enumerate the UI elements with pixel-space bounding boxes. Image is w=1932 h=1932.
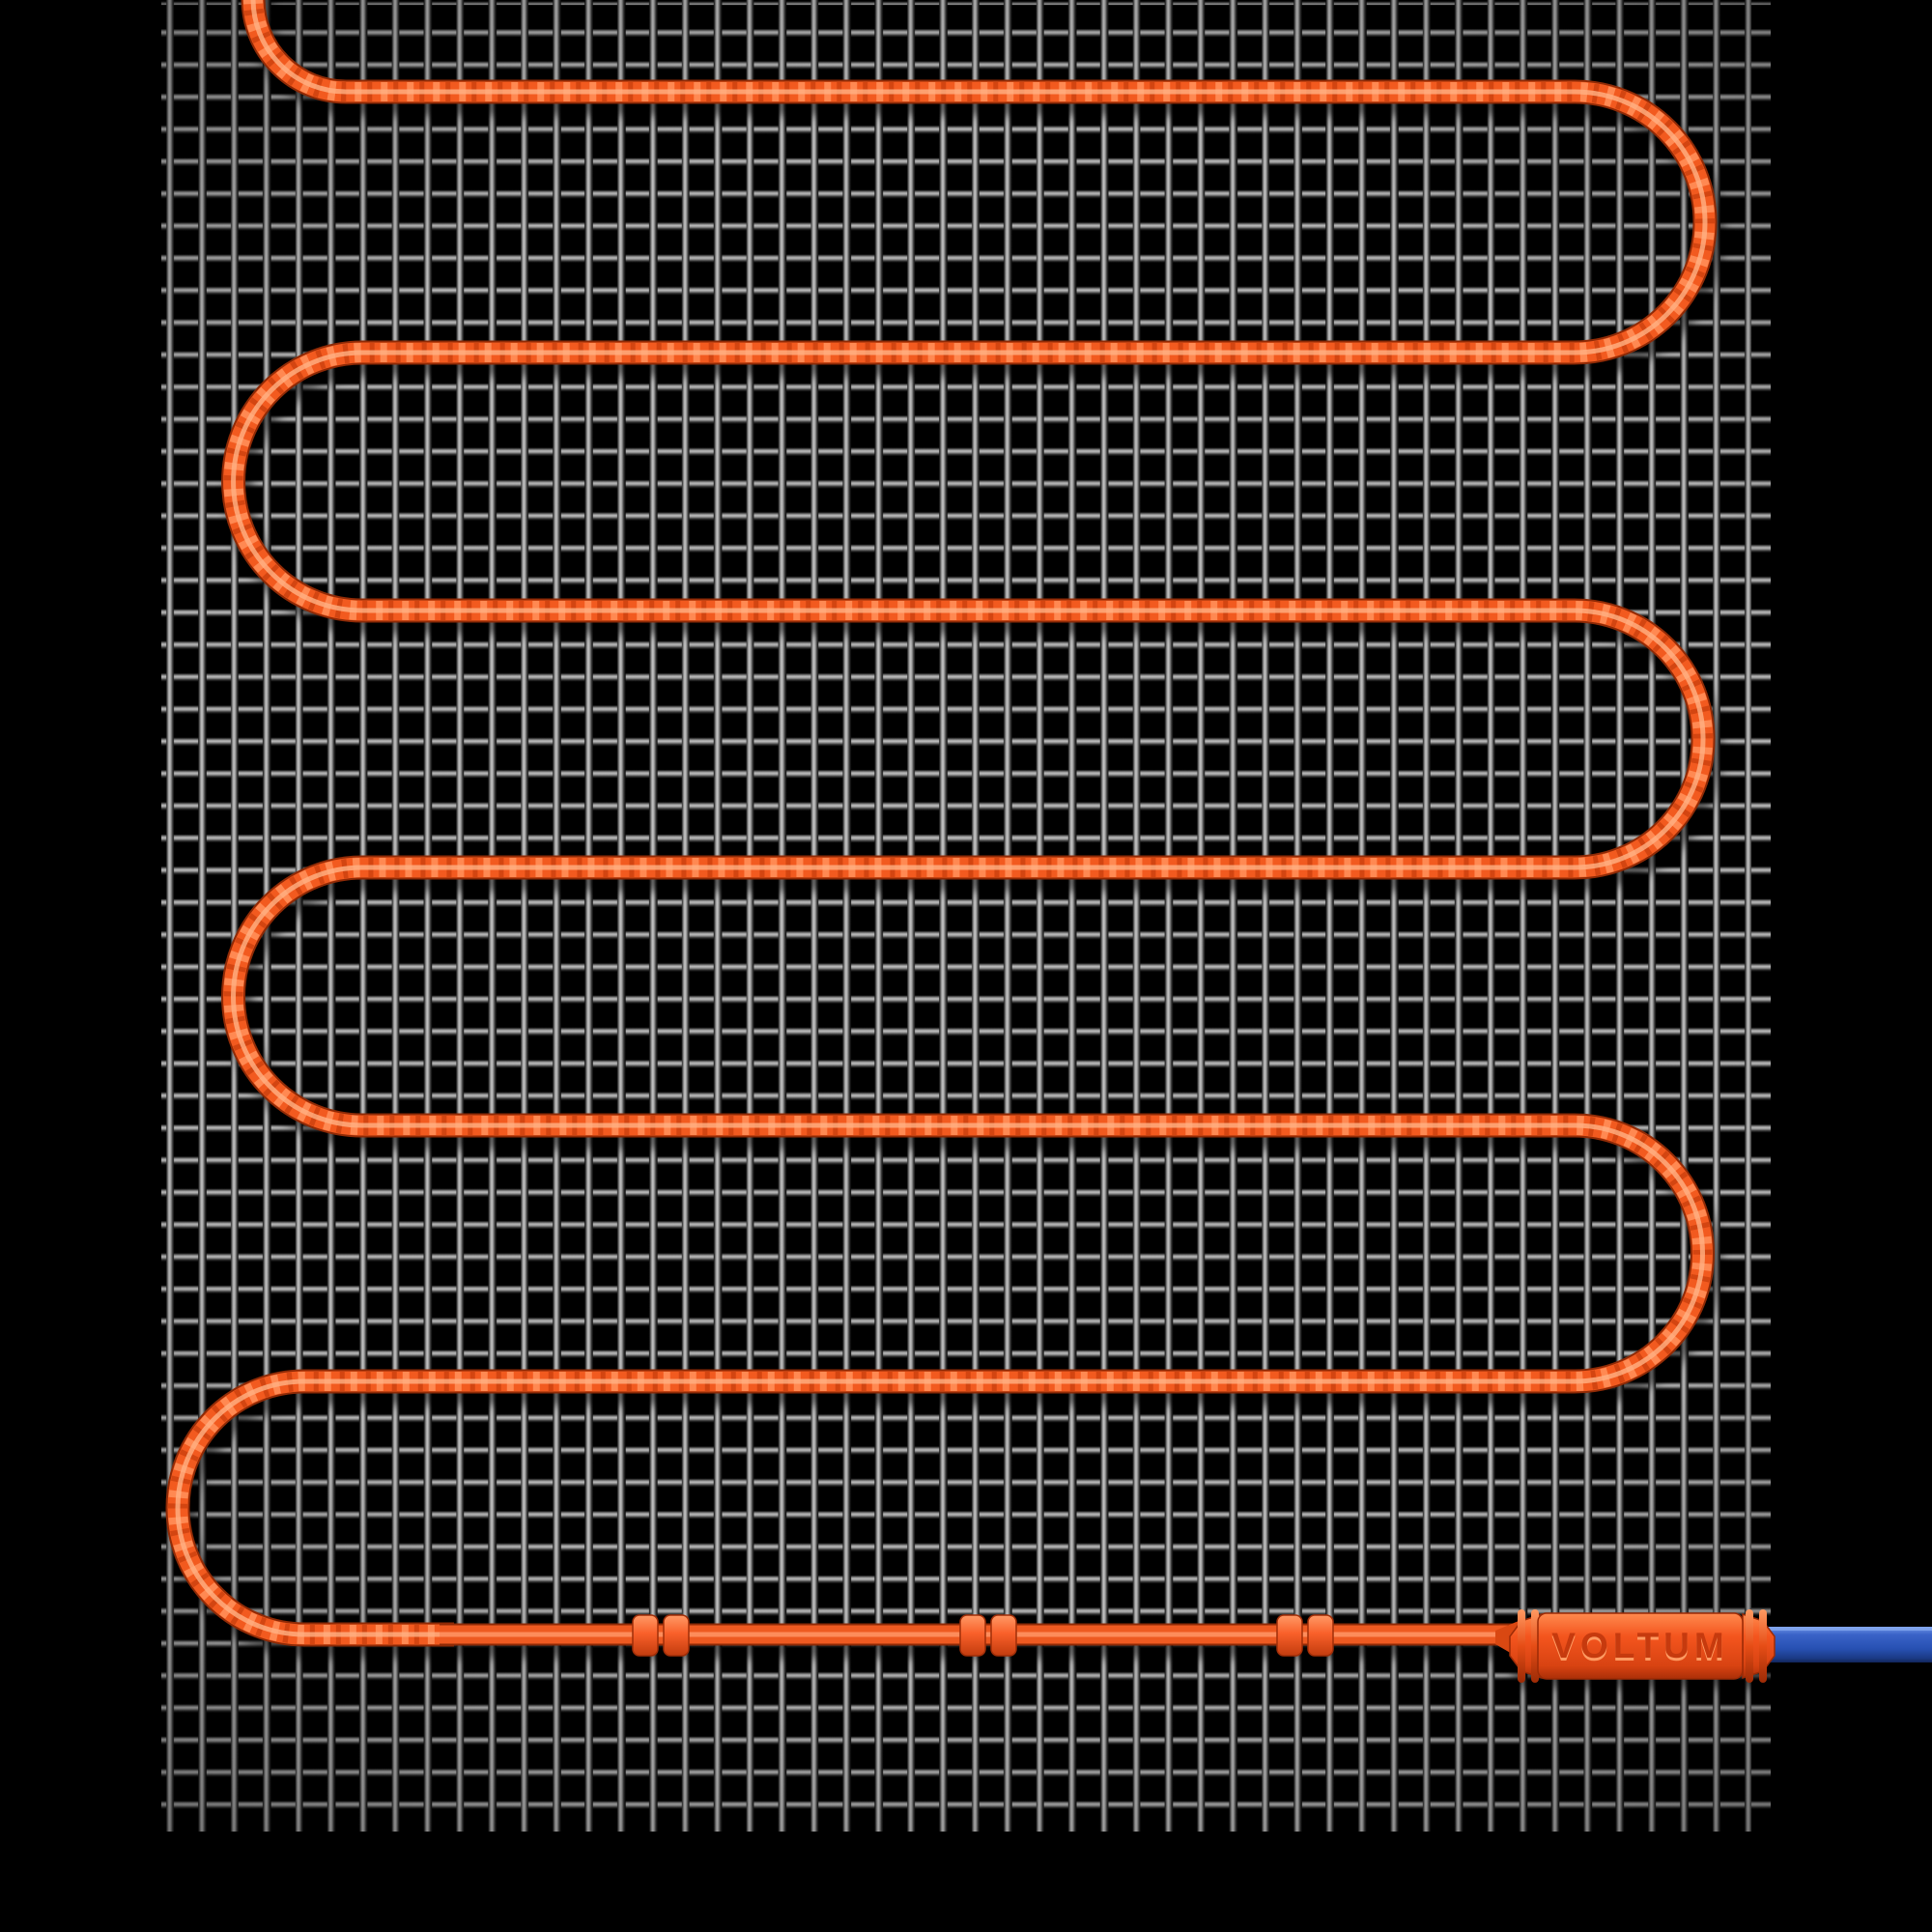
connector-rib: [1759, 1609, 1767, 1683]
clip-pair-3: [1276, 1614, 1334, 1657]
cable-clips: [632, 1614, 1334, 1657]
clip-pair-1: [632, 1614, 690, 1657]
heating-cable-highlight: [175, 0, 1708, 1637]
supply-cable-blue: [1756, 1627, 1932, 1662]
connector-rib: [1518, 1609, 1525, 1683]
connector-body: [1537, 1612, 1744, 1680]
heating-cable: [165, 0, 1718, 1647]
brand-emboss-highlight: VOLTUM: [1551, 1629, 1728, 1668]
cable-shadow: [170, 0, 1932, 1689]
connector-rib: [1746, 1609, 1753, 1683]
connector-rib: [1531, 1609, 1539, 1683]
clip-pair-2: [959, 1614, 1017, 1657]
connector: VOLTUM VOLTUM: [1495, 1609, 1776, 1683]
brand-label: VOLTUM: [1551, 1626, 1728, 1665]
